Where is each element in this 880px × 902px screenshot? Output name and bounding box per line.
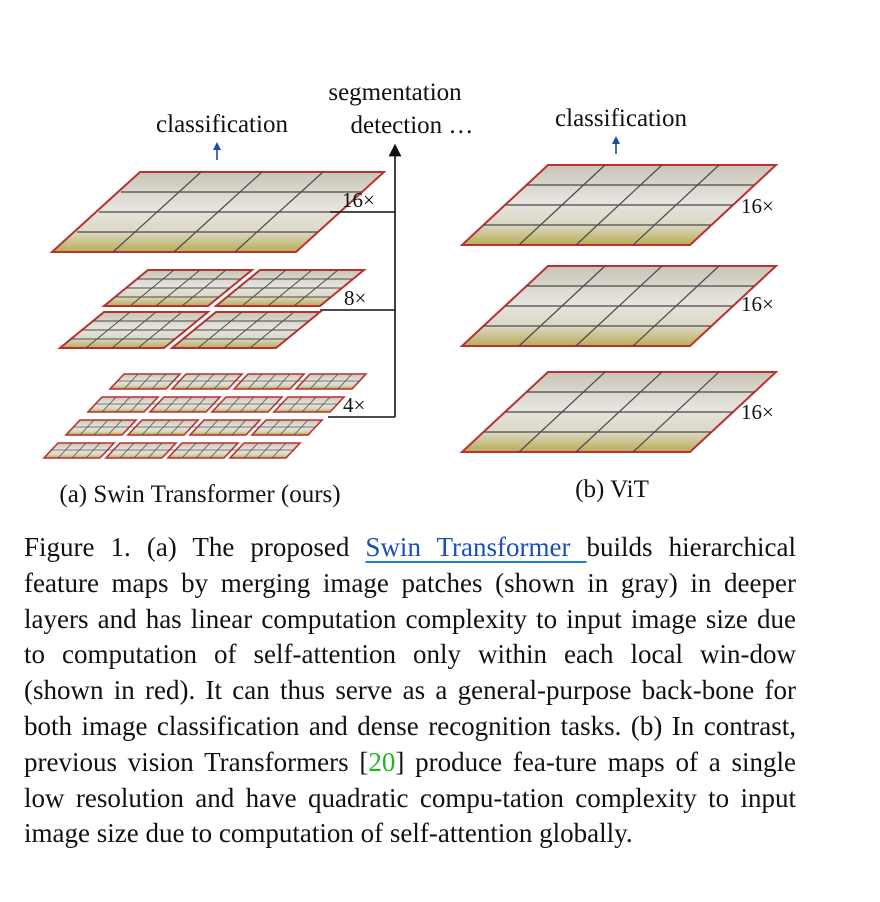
panel-a-classification-label: classification <box>156 111 288 138</box>
segmentation-label: segmentation <box>328 79 462 106</box>
swin-layer-16x <box>49 171 387 253</box>
vit-layer-3 <box>459 371 779 453</box>
citation-link[interactable]: 20 <box>368 746 396 777</box>
panel-a-caption: (a) Swin Transformer (ours) <box>59 481 340 508</box>
up-arrow-icon <box>612 136 620 154</box>
figure-caption: Figure 1. (a) The proposed Swin Transfor… <box>24 530 796 852</box>
panel-b-classification-label: classification <box>555 105 687 132</box>
vit-layer-1 <box>459 164 779 246</box>
panel-b-caption: (b) ViT <box>575 476 649 503</box>
caption-text-2: builds hierarchical feature maps by merg… <box>24 532 796 777</box>
scale-4x-label: 4× <box>343 393 365 417</box>
figure-1: classification segmentation detection … <box>42 79 779 508</box>
swin-layer-8x <box>57 269 367 349</box>
scale-8x-label: 8× <box>344 286 366 310</box>
caption-text-3: ] produce fea-ture maps of a single low … <box>24 746 797 849</box>
vit-scale-label-2: 16× <box>741 292 774 316</box>
detection-label: detection … <box>351 112 474 139</box>
panel-a: classification segmentation detection … <box>42 79 474 508</box>
swin-transformer-link[interactable]: Swin Transformer <box>365 532 587 562</box>
caption-text-1: Figure 1. (a) The proposed <box>24 532 366 562</box>
swin-layer-4x-patch-grid <box>51 373 359 459</box>
panel-b: classification 16× 1 <box>459 105 779 503</box>
side-output-connectors <box>320 143 402 418</box>
vit-layer-2 <box>459 265 779 347</box>
up-arrow-icon <box>213 142 221 160</box>
swin-layer-4x <box>42 373 368 459</box>
vit-scale-label-1: 16× <box>741 194 774 218</box>
vit-scale-label-3: 16× <box>741 400 774 424</box>
scale-16x-label: 16× <box>342 188 375 212</box>
